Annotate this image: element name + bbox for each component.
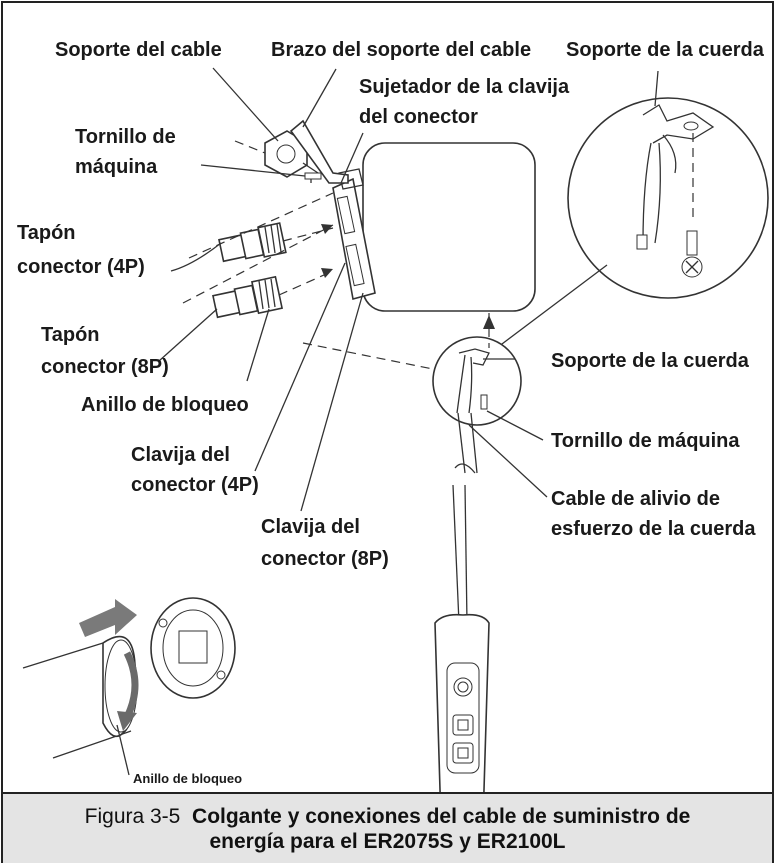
label-plug-8p-2: conector (8P) bbox=[261, 548, 389, 570]
caption-bar: Figura 3-5 Colgante y conexiones del cab… bbox=[3, 792, 772, 863]
locking-ring-inset bbox=[22, 597, 236, 776]
push-arrow bbox=[79, 599, 137, 637]
pendant bbox=[434, 412, 490, 793]
label-cap-8p-2: conector (8P) bbox=[41, 356, 169, 378]
connection-diagram: Soporte del cable Brazo del soporte del … bbox=[17, 39, 769, 793]
caption-figure-number: Figura 3-5 bbox=[84, 805, 181, 828]
magnified-detail-top bbox=[567, 97, 769, 299]
label-locking-ring-small: Anillo de bloqueo bbox=[133, 771, 242, 786]
label-cable-support: Soporte del cable bbox=[55, 39, 222, 61]
label-locking-ring: Anillo de bloqueo bbox=[81, 394, 249, 416]
label-connector-plug-holder-2: del conector bbox=[359, 106, 478, 128]
label-cord-support-right: Soporte de la cuerda bbox=[551, 350, 750, 372]
label-strain-relief-2: esfuerzo de la cuerda bbox=[551, 518, 756, 540]
label-plug-8p-1: Clavija del bbox=[261, 516, 360, 538]
label-cap-8p-1: Tapón bbox=[41, 324, 100, 346]
cap-connector-4p bbox=[218, 222, 287, 263]
machine-screw-left bbox=[304, 172, 322, 183]
magnified-detail-small bbox=[432, 336, 522, 426]
label-plug-4p-2: conector (4P) bbox=[131, 474, 259, 496]
label-cap-4p-2: conector (4P) bbox=[17, 256, 145, 278]
label-cap-4p-1: Tapón bbox=[17, 222, 76, 244]
label-connector-plug-holder-1: Sujetador de la clavija bbox=[359, 76, 570, 98]
cable-support bbox=[264, 119, 349, 184]
caption-line-1: Colgante y conexiones del cable de sumin… bbox=[192, 805, 691, 828]
control-box bbox=[362, 142, 536, 312]
label-machine-screw-left-1: Tornillo de bbox=[75, 126, 176, 148]
label-machine-screw-right: Tornillo de máquina bbox=[551, 430, 740, 452]
caption-line-2: energía para el ER2075S y ER2100L bbox=[209, 830, 566, 853]
cap-connector-8p bbox=[212, 275, 284, 319]
label-cable-support-arm: Brazo del soporte del cable bbox=[271, 39, 531, 61]
label-cord-support-top: Soporte de la cuerda bbox=[566, 39, 765, 61]
label-strain-relief-1: Cable de alivio de bbox=[551, 488, 720, 510]
label-plug-4p-1: Clavija del bbox=[131, 444, 230, 466]
label-machine-screw-left-2: máquina bbox=[75, 156, 158, 178]
rotate-arrow bbox=[117, 711, 137, 731]
figure-caption: Figura 3-5 Colgante y conexiones del cab… bbox=[3, 804, 772, 854]
